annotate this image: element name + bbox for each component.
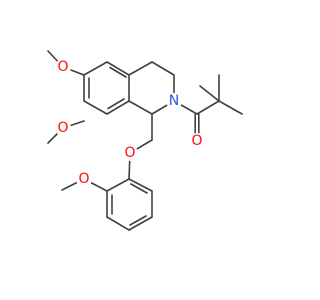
oxygen-label: O [191, 133, 202, 149]
nitrogen-label: N [169, 93, 179, 109]
bond-c8-c7 [83, 100, 108, 115]
molecule-structure: O O N O O O [47, 50, 243, 231]
atom-n-ring: N [166, 93, 182, 109]
atom-o-carbonyl: O [189, 133, 205, 149]
bond-c8a-c8 [106, 100, 130, 115]
bond-c4a-c4 [128, 61, 153, 76]
bond-c8a-c8-inner [107, 98, 125, 110]
bond-quaternary-c-methyl-left [199, 85, 220, 102]
atom-labels: O O N O O O [55, 59, 205, 187]
bond-c5-c4a [106, 61, 130, 76]
bond-ph1-ph2 [106, 178, 130, 192]
bond-c4-c3 [151, 61, 175, 76]
bond-carbonyl-c-quaternary-c [196, 100, 220, 115]
bond-c5-c4a-inner [109, 66, 127, 78]
bond-ph6-ph1 [128, 178, 153, 192]
atom-o-ether: O [122, 145, 138, 161]
bond-ph3-ph4 [106, 216, 130, 231]
oxygen-label: O [57, 59, 68, 75]
atom-o-methoxy-6: O [55, 59, 71, 75]
atom-o-methoxy-phenyl: O [76, 171, 92, 187]
bond-c1-c8a [128, 100, 153, 115]
oxygen-label: O [57, 120, 68, 136]
atom-o-methoxy-7: O [55, 120, 71, 136]
bond-ph4-ph5-inner [129, 215, 147, 226]
bond-ph1-ph6-inner [130, 183, 148, 194]
oxygen-label: O [124, 145, 135, 161]
bond-quaternary-c-methyl-right [218, 100, 243, 115]
oxygen-label: O [78, 171, 89, 187]
bond-ph4-ph5 [128, 216, 153, 231]
bonds [47, 50, 243, 231]
bond-c6-c5 [83, 61, 108, 76]
